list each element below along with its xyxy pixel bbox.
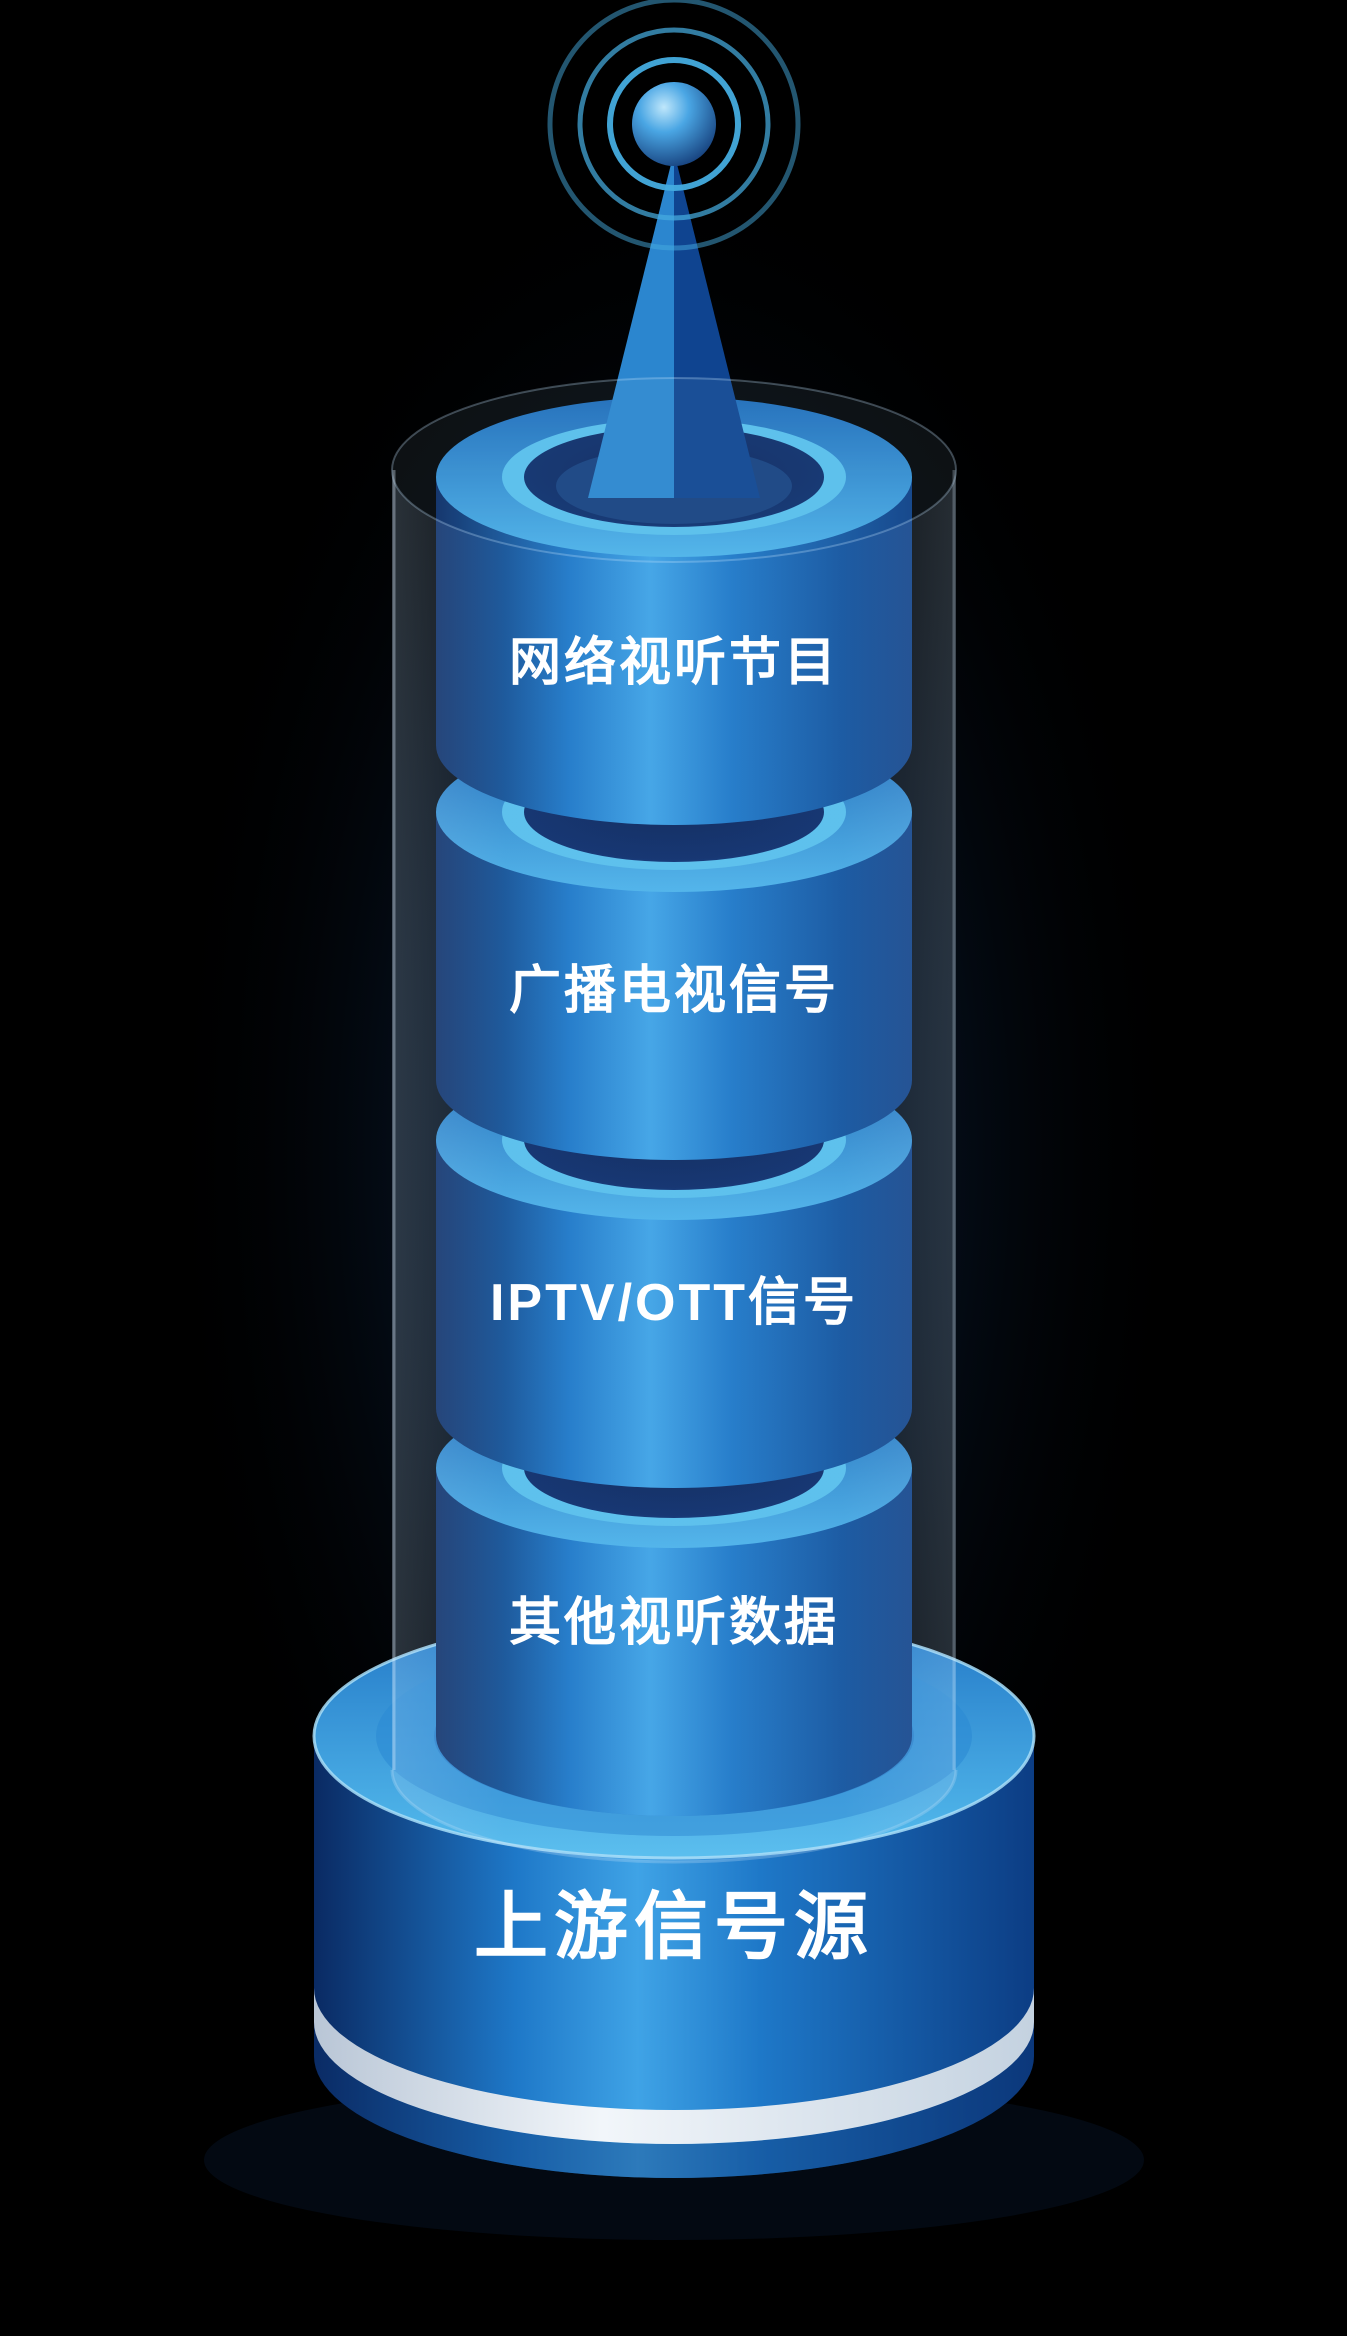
segment-2-label: 广播电视信号 xyxy=(509,962,839,1020)
segment-4-label: 其他视听数据 xyxy=(509,1594,839,1652)
glass-body xyxy=(392,470,956,1862)
signal-wave-ring-outer xyxy=(547,0,801,251)
glass-bottom-rim xyxy=(390,1769,958,1864)
signal-wave-ring-inner xyxy=(607,57,741,191)
segment-1-label: 网络视听节目 xyxy=(509,633,839,692)
antenna-icon xyxy=(547,0,801,524)
signal-wave-ring-middle xyxy=(577,27,771,221)
antenna-cone-right-face xyxy=(674,152,760,498)
antenna-cone-left-face xyxy=(588,152,674,498)
segment-3-label: IPTV/OTT信号 xyxy=(490,1274,858,1332)
glass-cylinder xyxy=(390,377,958,1864)
base-label: 上游信号源 xyxy=(474,1885,874,1968)
antenna-ball xyxy=(632,82,716,166)
base-body xyxy=(314,1736,1034,2178)
base-white-stripe xyxy=(314,1988,1034,2144)
glass-top-rim xyxy=(391,377,957,563)
base-bottom-lip xyxy=(314,2022,1034,2178)
